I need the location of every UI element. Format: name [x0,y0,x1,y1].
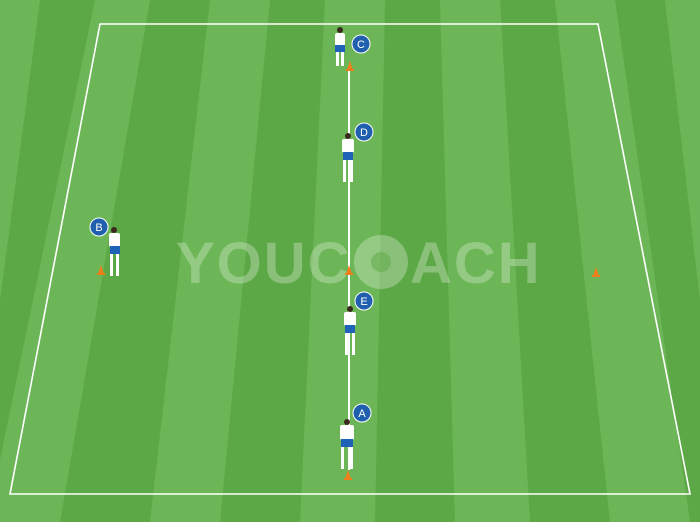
cone [345,265,353,275]
player-label: E [360,296,367,308]
player-b: B [89,217,120,276]
player-d: D [342,122,374,182]
cones [97,61,600,480]
player-label: D [360,127,368,139]
pitch-boundary [9,23,691,495]
label-badge: B [89,217,109,237]
watermark-right-text: ACH [410,231,542,296]
player-figure [335,27,345,66]
label-badge: C [351,34,371,54]
watermark-left-text: YOUC [176,231,352,296]
player-label: A [358,408,366,420]
label-badge: E [354,291,374,311]
cone [97,265,105,275]
cone [592,267,600,277]
player-figure [342,133,354,182]
cone [344,470,352,480]
player-c: C [335,27,371,66]
player-label: B [95,222,102,234]
watermark: YOUC ACH [176,231,542,296]
cone [346,61,354,71]
player-label: C [357,39,365,51]
player-figure [344,306,356,355]
label-badge: D [354,122,374,142]
player-a: A [340,403,372,469]
player-figure [340,419,354,469]
player-figure [109,227,120,276]
label-badge: A [352,403,372,423]
player-e: E [344,291,374,355]
